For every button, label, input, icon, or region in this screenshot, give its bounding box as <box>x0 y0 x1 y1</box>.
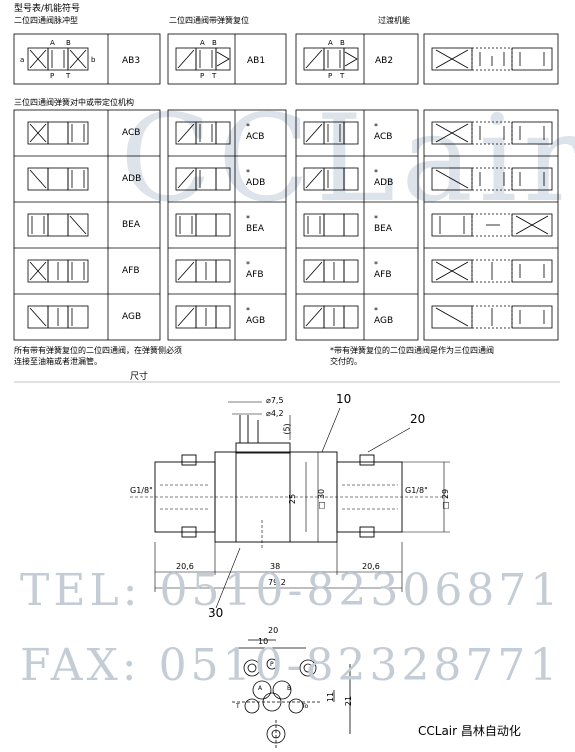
table-transition-1 <box>423 33 559 85</box>
port-g-left: G1/8" <box>130 486 153 495</box>
table-ab1 <box>167 33 287 85</box>
note-right-1: *带有弹簧复位的二位四通阀是作为三位四通阀 <box>330 346 494 355</box>
note-left-1: 所有带有弹簧复位的二位四通阀，在弹簧侧必须 <box>14 346 182 355</box>
page-title: 型号表/机能符号 <box>14 4 81 14</box>
plate-port-to: To <box>302 703 309 710</box>
port-label-a: A <box>200 39 205 47</box>
solenoid-label-b: b <box>91 56 96 64</box>
dim-25: 25 <box>288 493 298 505</box>
port-label-p: P <box>50 72 55 80</box>
symbol-ab3 <box>27 47 89 71</box>
star-mark: * <box>374 214 378 223</box>
code-ab1: AB1 <box>247 56 266 66</box>
star-mark: * <box>246 306 250 315</box>
section-title-three-position: 三位四通阀弹簧对中或带定位机构 <box>14 98 134 107</box>
symbol-ab1 <box>175 47 231 71</box>
plate-port-b: B <box>287 685 292 692</box>
code-acb: ACB <box>122 128 141 138</box>
port-label-a: A <box>328 39 333 47</box>
code-agb: AGB <box>122 312 142 322</box>
symbols-col1 <box>27 121 89 329</box>
code-ab3: AB3 <box>122 56 141 66</box>
port-label-p: P <box>328 72 333 80</box>
dim-5: (5) <box>282 423 292 435</box>
code-agb-col3: AGB <box>374 316 394 326</box>
code-adb: ADB <box>122 174 142 184</box>
dim-206-right: 20,6 <box>362 562 380 571</box>
callout-30: 30 <box>208 606 224 620</box>
section-title-transition: 过渡机能 <box>378 16 410 25</box>
star-mark: * <box>374 122 378 131</box>
code-bea-spring: BEA <box>246 224 265 234</box>
code-adb-col3: ADB <box>374 178 394 188</box>
brand-label: CCLair 昌林自动化 <box>418 724 521 738</box>
port-label-t: T <box>340 72 345 80</box>
dim-plate-20: 20 <box>268 626 279 635</box>
dim-29: □ 29 <box>441 488 451 510</box>
table-three-pos-3 <box>295 109 419 341</box>
star-mark: * <box>246 168 250 177</box>
symbol-ab2 <box>303 47 359 71</box>
code-afb-spring: AFB <box>246 270 264 280</box>
dim-d42: ⌀4,2 <box>266 409 284 418</box>
plate-port-t: T <box>236 703 240 710</box>
port-label-p: P <box>200 72 205 80</box>
dim-30: □ 30 <box>317 488 327 510</box>
code-agb-spring: AGB <box>246 316 266 326</box>
code-bea-col3: BEA <box>374 224 393 234</box>
note-left-2: 连接至油箱或者泄漏管。 <box>14 357 102 366</box>
symbols-transition <box>431 121 553 329</box>
callout-20: 20 <box>410 412 426 426</box>
dim-plate-11: 11 <box>326 691 336 703</box>
symbols-col3 <box>303 121 359 329</box>
plate-port-p: P <box>270 661 274 668</box>
note-right-2: 交付的。 <box>330 357 362 366</box>
star-mark: * <box>246 214 250 223</box>
code-adb-spring: ADB <box>246 178 266 188</box>
section-title-spring: 二位四通阀带弹簧复位 <box>169 16 249 25</box>
dim-792: 79,2 <box>268 578 286 587</box>
symbols-col2 <box>175 121 231 329</box>
dim-plate-21: 21 <box>344 695 354 707</box>
dimensions-title: 尺寸 <box>130 372 149 382</box>
port-label-a: A <box>50 39 55 47</box>
dim-d75: ⌀7,5 <box>266 396 284 405</box>
table-ab2 <box>295 33 419 85</box>
code-afb: AFB <box>122 266 140 276</box>
code-afb-col3: AFB <box>374 270 392 280</box>
star-mark: * <box>246 260 250 269</box>
callout-10: 10 <box>336 392 352 406</box>
watermark-tel: TEL: 0510-82306871 <box>20 565 563 616</box>
table-ab3 <box>13 33 161 85</box>
code-acb-spring: ACB <box>246 132 265 142</box>
port-label-t: T <box>66 72 71 80</box>
code-acb-col3: ACB <box>374 132 393 142</box>
watermark-fax: FAX: 0510-82328771 <box>20 640 562 691</box>
port-g-right: G1/8" <box>405 486 428 495</box>
port-label-b: B <box>66 39 71 47</box>
symbol-transition-ab <box>431 47 553 71</box>
star-mark: * <box>246 122 250 131</box>
table-transition-2 <box>423 109 559 341</box>
code-bea: BEA <box>122 220 141 230</box>
symbol-tables <box>13 33 559 341</box>
dim-206-left: 20,6 <box>176 562 194 571</box>
dim-38: 38 <box>270 562 281 571</box>
star-mark: * <box>374 306 378 315</box>
port-label-b: B <box>340 39 345 47</box>
port-label-b: B <box>212 39 217 47</box>
solenoid-label-a: a <box>20 56 25 64</box>
code-ab2: AB2 <box>375 56 394 66</box>
table-three-pos-1 <box>13 109 161 341</box>
port-label-t: T <box>212 72 217 80</box>
plate-port-a: A <box>258 685 263 692</box>
watermark-brand: CCLair <box>120 90 575 229</box>
table-three-pos-2 <box>167 109 287 341</box>
dim-plate-10: 10 <box>258 637 269 646</box>
star-mark: * <box>374 168 378 177</box>
star-mark: * <box>374 260 378 269</box>
section-title-pulse: 二位四通阀脉冲型 <box>14 16 78 25</box>
